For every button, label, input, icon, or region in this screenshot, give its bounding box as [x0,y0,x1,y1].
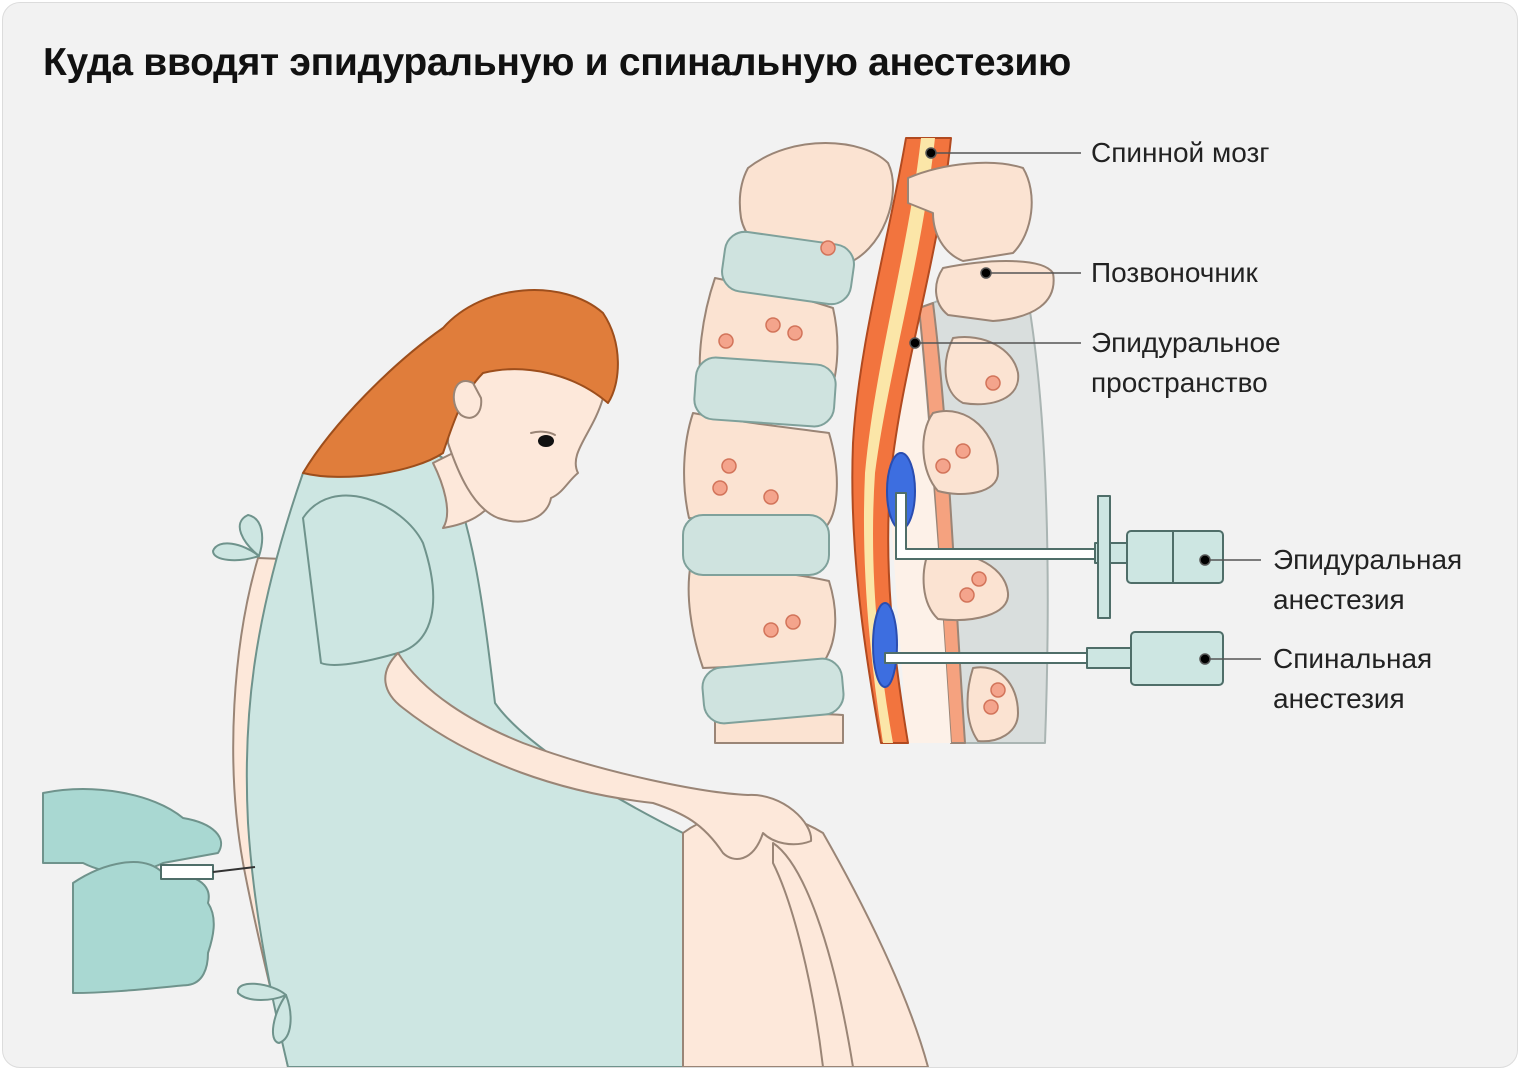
illustration [42,137,1261,1067]
leader-lines [909,147,1261,665]
doctor-upper-hand [42,788,223,874]
patient-lower-leg [772,842,854,1067]
patient-eye [538,435,554,447]
process-1 [935,260,1055,322]
spinal-cord-core [863,138,935,743]
patient-figure [212,289,929,1067]
disc-4 [701,657,845,725]
doctor-hands [42,788,256,994]
doctor-lower-hand [72,861,215,994]
bone-dots [712,240,1006,715]
spinous-processes [907,161,1055,743]
spine-section [682,137,1261,744]
label-spine: Позвоночник [1091,257,1258,288]
spinal-injection-site [872,602,898,688]
label-spinal-anesthesia: Спинальная анестезия [1273,643,1433,714]
diagram-title: Куда вводят эпидуральную и спинальную ан… [43,41,1072,84]
disc-2 [693,356,837,428]
label-spinal-cord: Спинной мозг [1091,137,1270,168]
patient-sleeve [302,494,435,666]
patient-ear [452,380,483,419]
epidural-needle [895,492,1224,619]
process-top [907,161,1033,262]
patient-arm [384,652,813,860]
label-epidural-anesthesia: Эпидуральная анестезия [1273,544,1463,615]
vertebra-3 [687,562,837,669]
vertebra-2 [683,412,838,529]
syringe-needle [212,866,256,873]
gown-ties [212,514,292,1044]
syringe [160,864,214,880]
label-epidural-space: Эпидуральное пространство [1091,327,1281,398]
disc-3 [682,514,830,576]
spinal-needle [884,631,1224,686]
